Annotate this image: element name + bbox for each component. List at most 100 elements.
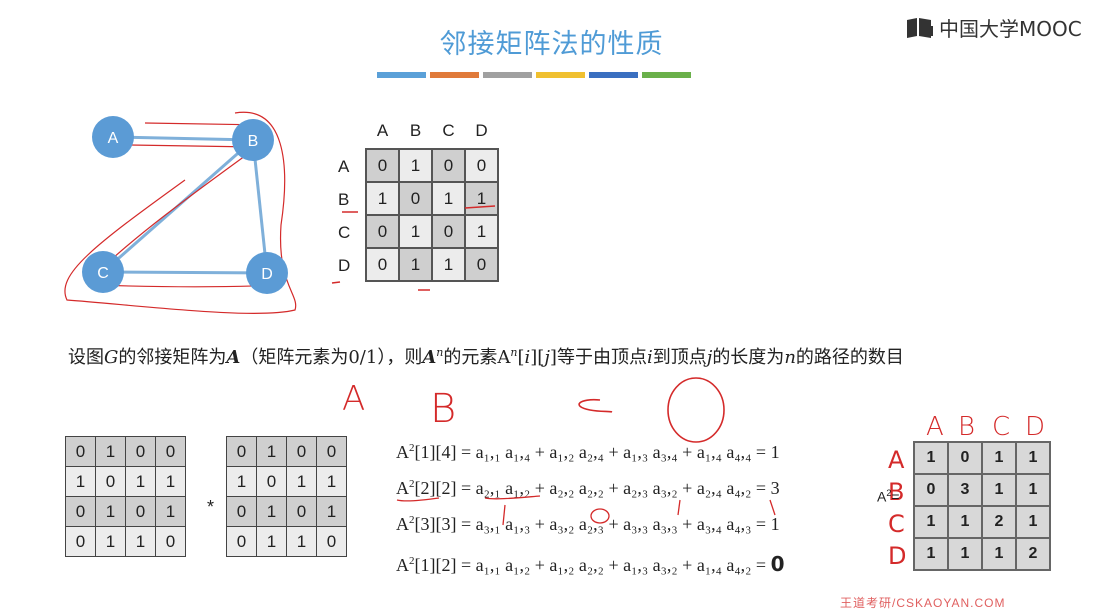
matrix-cell: 1 <box>155 466 186 497</box>
footer-watermark: 王道考研/CSKAOYAN.COM <box>840 596 1006 610</box>
matrix-cell: 1 <box>95 436 126 467</box>
matrix-cell: 1 <box>464 181 499 216</box>
matrix-cell: 1 <box>913 441 949 475</box>
matrix-cell: 1 <box>1015 441 1051 475</box>
matrix-cell: 1 <box>256 526 287 557</box>
matrix-cell: 1 <box>286 466 317 497</box>
matrix-cell: 1 <box>316 466 347 497</box>
matrix-cell: 1 <box>155 496 186 527</box>
handwritten-letter: A <box>342 379 365 419</box>
a2-col-header: D <box>1025 412 1045 442</box>
formula-result: 0 <box>770 552 785 576</box>
matrix-cell: 0 <box>316 436 347 467</box>
matrix-cell: 1 <box>125 526 156 557</box>
logo-text: 中国大学MOOC <box>939 17 1082 41</box>
a2-row-header: D <box>888 542 906 570</box>
matrix-cell: 0 <box>316 526 347 557</box>
matrix-cell: 1 <box>316 496 347 527</box>
matrix-cell: 0 <box>256 466 287 497</box>
node-d: D <box>246 252 288 294</box>
matrix-cell: 0 <box>125 436 156 467</box>
matrix-cell: 1 <box>95 496 126 527</box>
title-color-strip <box>377 72 691 78</box>
node-c: C <box>82 251 124 293</box>
matrix-cell: 1 <box>65 466 96 497</box>
matrix-cell: 0 <box>125 496 156 527</box>
matrix-cell: 1 <box>125 466 156 497</box>
col-header: A <box>376 121 389 140</box>
strip-seg-yellow <box>536 72 585 78</box>
matrix-cell: 1 <box>286 526 317 557</box>
matrix-cell: 3 <box>947 473 983 507</box>
mooc-logo[interactable]: 中国大学MOOC <box>905 13 1082 42</box>
handwritten-letters: A B <box>342 377 725 443</box>
matrix-cell: 1 <box>981 473 1017 507</box>
row-header: B <box>338 190 350 209</box>
matrix-cell: 1 <box>431 181 466 216</box>
matrix-cell: 0 <box>464 247 499 282</box>
matrix-cell: 0 <box>65 436 96 467</box>
node-b-label: B <box>248 133 259 150</box>
strip-seg-gray <box>483 72 532 78</box>
node-d-label: D <box>261 266 273 283</box>
node-b: B <box>232 119 274 161</box>
col-header: B <box>409 121 422 140</box>
edge-c-d <box>102 270 268 275</box>
matrix-cell: 1 <box>913 505 949 539</box>
matrix-cell: 2 <box>981 505 1017 539</box>
edge-a-b <box>112 135 254 142</box>
row-header: D <box>338 256 351 275</box>
matrix-cell: 1 <box>1015 505 1051 539</box>
a2-col-header: A <box>926 412 944 442</box>
row-header: C <box>338 223 351 242</box>
a2-col-headers: A B C D <box>926 412 1045 442</box>
matrix-cell: 1 <box>947 505 983 539</box>
handwritten-letter-d <box>667 377 725 443</box>
matrix-cell: 1 <box>398 148 433 183</box>
matrix-cell: 0 <box>226 496 257 527</box>
matrix-cell: 0 <box>365 247 400 282</box>
adjacency-annotations <box>331 205 496 291</box>
matrix-cell: 0 <box>286 496 317 527</box>
matrix-cell: 1 <box>256 496 287 527</box>
matrix-cell: 0 <box>65 496 96 527</box>
handwritten-letter-c <box>578 398 613 413</box>
node-a: A <box>92 116 134 158</box>
strip-seg-blue <box>377 72 426 78</box>
matrix-cell: 0 <box>913 473 949 507</box>
formula-annotations <box>396 495 776 526</box>
a2-row-header: A <box>888 446 905 474</box>
matrix-cell: 1 <box>431 247 466 282</box>
formula-line: A2[2][2] = a₂,₁ a₁,₂ + a₂,₂ a₂,₂ + a₂,₃ … <box>396 478 780 498</box>
matrix-cell: 0 <box>431 148 466 183</box>
edge-b-d <box>251 139 269 274</box>
matrix-cell: 0 <box>65 526 96 557</box>
matrix-cell: 0 <box>431 214 466 249</box>
node-c-label: C <box>97 265 109 282</box>
matrix-cell: 0 <box>398 181 433 216</box>
matrix-cell: 1 <box>947 537 983 571</box>
a2-row-header: B <box>888 478 904 506</box>
matrix-cell: 0 <box>286 436 317 467</box>
matrix-cell: 0 <box>464 148 499 183</box>
matrix-cell: 1 <box>981 441 1017 475</box>
col-header: C <box>442 121 455 140</box>
annotation-loop <box>64 111 297 314</box>
matrix-cell: 0 <box>365 148 400 183</box>
matrix-cell: 1 <box>981 537 1017 571</box>
matrix-cell: 1 <box>365 181 400 216</box>
mooc-logo-icon <box>907 17 933 38</box>
matrix-cell: 1 <box>913 537 949 571</box>
matrix-cell: 0 <box>155 436 186 467</box>
matrix-cell: 1 <box>464 214 499 249</box>
formula-line: A2[3][3] = a₃,₁ a₁,₃ + a₃,₂ a₂,₃ + a₃,₃ … <box>396 514 780 534</box>
matrix-cell: 0 <box>365 214 400 249</box>
matrix-cell: 0 <box>947 441 983 475</box>
